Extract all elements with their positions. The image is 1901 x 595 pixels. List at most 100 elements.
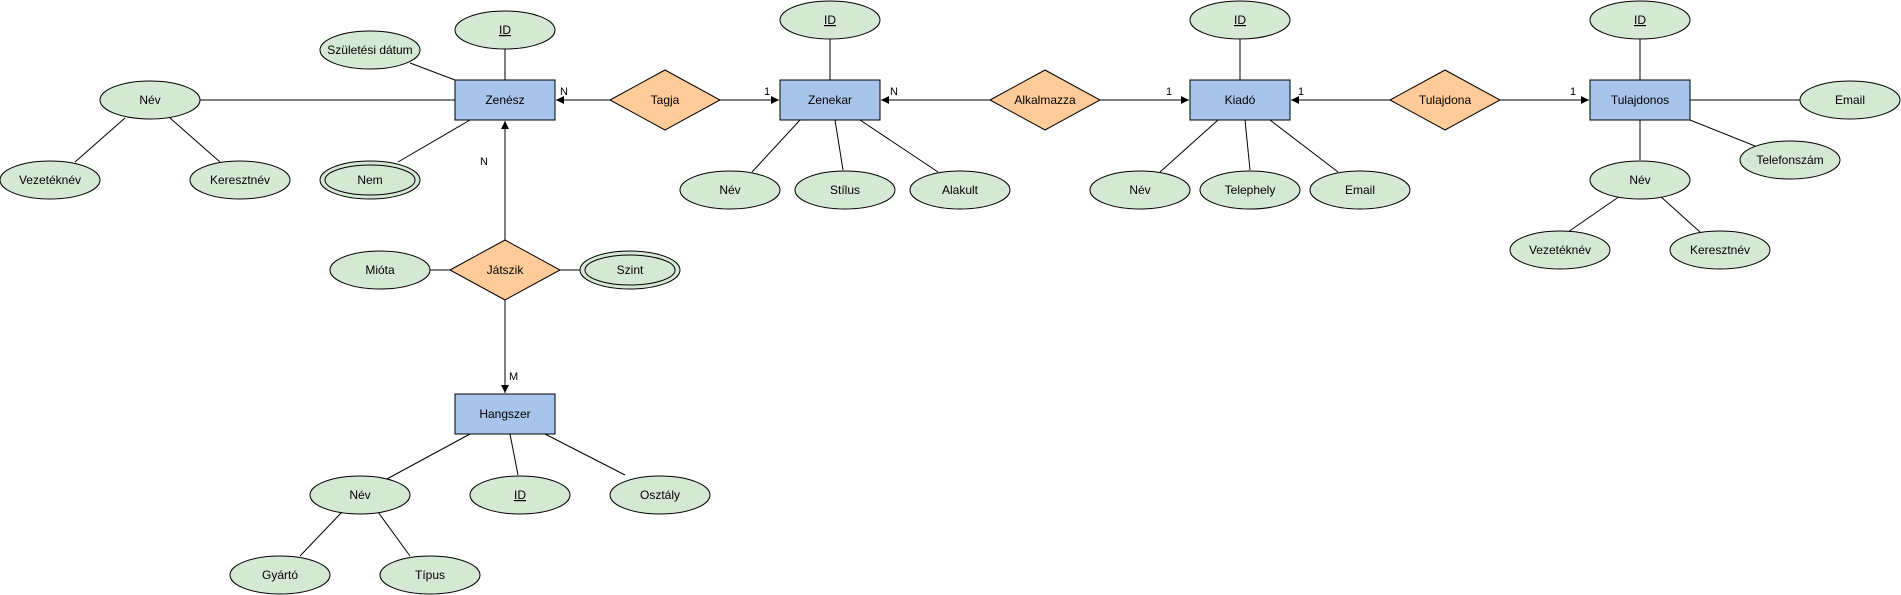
attr-tulajdonos-keresztnev-label: Keresztnév — [1690, 243, 1750, 257]
attr-tulajdonos-email[interactable]: Email — [1799, 80, 1901, 120]
attr-zenesz-nev[interactable]: Név — [99, 80, 201, 120]
attr-tulajdonos-id-label: ID — [1634, 13, 1646, 27]
card-jatszik-zenesz: N — [480, 156, 488, 168]
attr-zenesz-nev-label: Név — [139, 93, 160, 107]
attr-kiado-nev-label: Név — [1129, 183, 1150, 197]
edge-zenekar-alakult — [859, 119, 939, 173]
attr-jatszik-szint-label: Szint — [617, 263, 644, 277]
entity-kiado[interactable]: Kiadó — [1189, 79, 1291, 121]
attr-zenekar-nev[interactable]: Név — [679, 170, 781, 210]
attr-tulajdonos-vezeteknev-label: Vezetéknév — [1529, 243, 1591, 257]
attr-zenesz-keresztnev[interactable]: Keresztnév — [189, 160, 291, 200]
attr-zenekar-stilus-label: Stílus — [830, 183, 860, 197]
attr-kiado-telephely[interactable]: Telephely — [1199, 170, 1301, 210]
attr-hangszer-nev[interactable]: Név — [309, 475, 411, 515]
attr-jatszik-miota[interactable]: Mióta — [329, 250, 431, 290]
relationship-tagja-label: Tagja — [651, 93, 680, 107]
edge-zenesz-nem — [397, 119, 471, 163]
attr-tulajdonos-keresztnev[interactable]: Keresztnév — [1669, 230, 1771, 270]
attr-zenesz-vezeteknev[interactable]: Vezetéknév — [0, 160, 101, 200]
entity-zenekar[interactable]: Zenekar — [779, 79, 881, 121]
attr-tulajdonos-id[interactable]: ID — [1589, 0, 1691, 40]
attr-kiado-id-label: ID — [1234, 13, 1246, 27]
edge-zenekar-stilus — [834, 119, 844, 171]
edge-kiado-nev — [1159, 119, 1219, 173]
edge-zenekar-nev — [751, 119, 801, 173]
edge-tnev-vezeteknev — [1567, 195, 1621, 233]
entity-hangszer[interactable]: Hangszer — [454, 393, 556, 435]
card-alkalmazza-kiado: 1 — [1166, 86, 1172, 98]
relationship-tulajdona-label: Tulajdona — [1419, 93, 1472, 107]
cardinalities: N 1 N 1 1 1 N M — [480, 86, 1576, 383]
edge-hnev-gyarto — [299, 511, 343, 557]
attr-kiado-nev[interactable]: Név — [1089, 170, 1191, 210]
attr-zenesz-keresztnev-label: Keresztnév — [210, 173, 270, 187]
card-tagja-zenesz: N — [560, 86, 568, 98]
card-alkalmazza-zenekar: N — [890, 86, 898, 98]
relationship-tagja[interactable]: Tagja — [608, 69, 722, 131]
attr-tulajdonos-telefonszam-label: Telefonszám — [1756, 153, 1823, 167]
edge-hangszer-id — [509, 433, 519, 476]
attr-zenekar-id[interactable]: ID — [779, 0, 881, 40]
attr-kiado-id[interactable]: ID — [1189, 0, 1291, 40]
card-jatszik-hangszer: M — [509, 371, 518, 383]
card-tulajdona-kiado: 1 — [1298, 86, 1304, 98]
attr-hangszer-gyarto-label: Gyártó — [262, 568, 298, 582]
attr-zenekar-stilus[interactable]: Stílus — [794, 170, 896, 210]
edge-hnev-tipus — [377, 511, 411, 557]
card-tagja-zenekar: 1 — [764, 86, 770, 98]
attr-kiado-email-label: Email — [1345, 183, 1375, 197]
attr-zenekar-alakult[interactable]: Alakult — [909, 170, 1011, 210]
relationship-jatszik-label: Játszik — [487, 263, 525, 277]
entity-zenesz-label: Zenész — [485, 93, 524, 107]
entity-tulajdonos[interactable]: Tulajdonos — [1589, 79, 1691, 121]
attr-tulajdonos-nev-label: Név — [1629, 173, 1650, 187]
edge-tulajdonos-telefonszam — [1689, 119, 1761, 149]
edge-kiado-telephely — [1244, 119, 1251, 171]
attr-hangszer-tipus[interactable]: Típus — [379, 555, 481, 595]
attr-tulajdonos-email-label: Email — [1835, 93, 1865, 107]
edges — [74, 38, 1800, 557]
attr-hangszer-gyarto[interactable]: Gyártó — [229, 555, 331, 595]
attr-tulajdonos-vezeteknev[interactable]: Vezetéknév — [1509, 230, 1611, 270]
attr-hangszer-osztaly-label: Osztály — [640, 488, 680, 502]
attr-zenesz-szuletesi-datum-label: Születési dátum — [327, 43, 412, 57]
relationship-tulajdona[interactable]: Tulajdona — [1388, 69, 1502, 131]
attr-zenesz-nem-label: Nem — [357, 173, 382, 187]
edge-hangszer-osztaly — [544, 433, 626, 476]
edge-hangszer-nev — [384, 433, 471, 481]
card-tulajdona-tulajdonos: 1 — [1570, 86, 1576, 98]
attr-hangszer-tipus-label: Típus — [415, 568, 445, 582]
attr-hangszer-osztaly[interactable]: Osztály — [609, 475, 711, 515]
attr-zenesz-id[interactable]: ID — [454, 10, 556, 50]
relationship-alkalmazza-label: Alkalmazza — [1014, 93, 1076, 107]
edge-tnev-keresztnev — [1659, 195, 1701, 233]
attr-tulajdonos-nev[interactable]: Név — [1589, 160, 1691, 200]
attr-zenesz-vezeteknev-label: Vezetéknév — [19, 173, 81, 187]
attr-zenekar-id-label: ID — [824, 13, 836, 27]
attr-tulajdonos-telefonszam[interactable]: Telefonszám — [1739, 140, 1841, 180]
entity-tulajdonos-label: Tulajdonos — [1611, 93, 1669, 107]
entity-zenekar-label: Zenekar — [808, 93, 852, 107]
attr-zenesz-szuletesi-datum[interactable]: Születési dátum — [319, 30, 421, 70]
attr-zenekar-nev-label: Név — [719, 183, 740, 197]
attr-jatszik-miota-label: Mióta — [365, 263, 395, 277]
edge-kiado-email — [1269, 119, 1339, 173]
attr-zenesz-id-label: ID — [499, 23, 511, 37]
attr-kiado-telephely-label: Telephely — [1225, 183, 1276, 197]
attr-hangszer-id[interactable]: ID — [469, 475, 571, 515]
entity-hangszer-label: Hangszer — [479, 407, 530, 421]
edge-nev-keresztnev — [169, 117, 221, 163]
edge-nev-vezeteknev — [74, 117, 126, 163]
attr-zenekar-alakult-label: Alakult — [942, 183, 979, 197]
relationship-alkalmazza[interactable]: Alkalmazza — [988, 69, 1102, 131]
attr-hangszer-id-label: ID — [514, 488, 526, 502]
entity-kiado-label: Kiadó — [1225, 93, 1256, 107]
attr-zenesz-nem[interactable]: Nem — [319, 160, 421, 200]
relationship-jatszik[interactable]: Játszik — [448, 239, 562, 301]
attr-kiado-email[interactable]: Email — [1309, 170, 1411, 210]
attr-hangszer-nev-label: Név — [349, 488, 370, 502]
entity-zenesz[interactable]: Zenész — [454, 79, 556, 121]
attr-jatszik-szint[interactable]: Szint — [579, 250, 681, 290]
